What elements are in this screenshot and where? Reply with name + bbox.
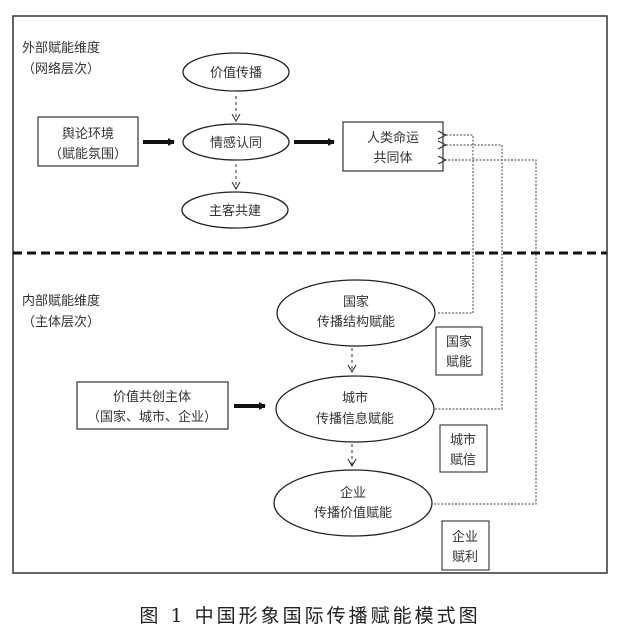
tag-country-line1: 国家 xyxy=(446,334,472,350)
outer-section-subtitle: （网络层次） xyxy=(22,61,100,77)
public-opinion-line2: （赋能氛围） xyxy=(49,147,127,162)
tag-enterprise-line2: 赋利 xyxy=(452,550,478,565)
node-city-line2: 传播信息赋能 xyxy=(316,411,394,427)
node-emotional-identity-label: 情感认同 xyxy=(210,135,262,151)
tag-city-line2: 赋信 xyxy=(450,453,476,468)
tag-country-line2: 赋能 xyxy=(446,355,472,370)
inner-section-subtitle: （主体层次） xyxy=(22,314,100,330)
tag-enterprise-line1: 企业 xyxy=(452,529,478,545)
node-value-spread: 价值传播 xyxy=(182,52,290,92)
co-creation-line2: （国家、城市、企业） xyxy=(87,409,217,425)
shared-future-community-box: 人类命运 共同体 xyxy=(342,121,444,172)
node-value-spread-label: 价值传播 xyxy=(210,65,262,81)
public-opinion-line1: 舆论环境 xyxy=(62,127,114,142)
node-city: 城市 传播信息赋能 xyxy=(275,375,435,443)
node-emotional-identity: 情感认同 xyxy=(182,123,290,161)
tag-city-line1: 城市 xyxy=(450,432,476,448)
node-enterprise-line1: 企业 xyxy=(340,485,366,501)
community-line2: 共同体 xyxy=(373,151,412,166)
node-country-line2: 传播结构赋能 xyxy=(317,315,395,330)
node-city-line1: 城市 xyxy=(342,390,368,406)
public-opinion-box: 舆论环境 （赋能氛围） xyxy=(37,116,139,167)
outer-frame xyxy=(12,15,608,574)
node-co-construction-label: 主客共建 xyxy=(209,203,261,219)
figure-caption: 图 1 中国形象国际传播赋能模式图 xyxy=(139,605,480,627)
node-country: 国家 传播结构赋能 xyxy=(276,279,436,347)
node-enterprise: 企业 传播价值赋能 xyxy=(273,469,433,537)
inner-section-title: 内部赋能维度 xyxy=(22,293,100,309)
tag-enterprise: 企业 赋利 xyxy=(441,520,490,571)
node-co-construction: 主客共建 xyxy=(181,191,289,229)
co-creation-line1: 价值共创主体 xyxy=(113,389,191,405)
co-creation-subjects-box: 价值共创主体 （国家、城市、企业） xyxy=(76,381,229,430)
tag-country: 国家 赋能 xyxy=(435,326,483,376)
connector-country-to-community xyxy=(438,135,474,314)
outer-section-title: 外部赋能维度 xyxy=(22,40,100,56)
node-enterprise-line2: 传播价值赋能 xyxy=(314,505,392,521)
community-line1: 人类命运 xyxy=(367,130,419,146)
connector-city-to-community xyxy=(435,145,503,410)
node-country-line1: 国家 xyxy=(343,294,369,310)
tag-city: 城市 赋信 xyxy=(439,424,488,473)
connector-enterprise-to-community xyxy=(434,160,537,505)
